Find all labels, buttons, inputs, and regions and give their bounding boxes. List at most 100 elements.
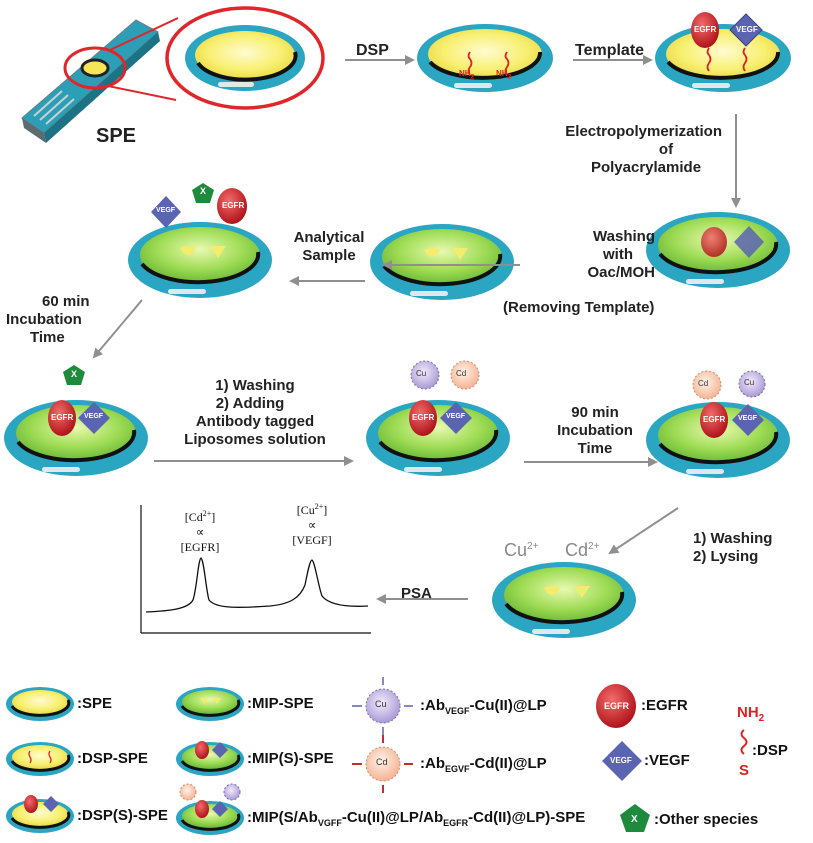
mid-vegf-label: VEGF [446,413,466,420]
step-incub90-line2: Incubation [557,422,633,439]
electrode-analytical [128,183,272,298]
step-analytical-line2: Sample [302,247,356,264]
dsp-nh2-label-1: NH2 [459,69,474,81]
step-electro-line2: of [658,141,674,158]
ion-cu-charge: 2+ [527,541,539,552]
legend-dsp: :DSP [752,742,788,759]
step-wash-line3: Oac/MOH [587,264,655,281]
spe-strip [21,17,179,143]
step-electro-line1: Electropolymerization [565,123,722,140]
step-wash-line1: Washing [593,228,655,245]
legend-abegvf-sub: EGVF [445,764,470,774]
analytical-egfr-label: EGFR [222,201,245,210]
step-wash-a: Washing with Oac/MOH [505,228,655,282]
captured-egfr-label: EGFR [51,413,74,422]
electrode-with-liposomes [366,360,510,476]
legend-mips-spe: :MIP(S)-SPE [247,750,334,767]
legend-nh2-sub: 2 [758,713,765,724]
dsp-nh2-sub-1: 2 [470,73,475,81]
peak-cu-conc: [Cu2+] [282,499,342,518]
captured-vegf-label: VEGF [84,413,104,420]
ion-cd-symbol: Cd [565,540,589,560]
legend-mip-sandwich-b-sub: EGFR [443,818,469,828]
right-cu-tag: Cu [744,378,755,387]
electrode-mips [646,212,790,288]
step-analytical: Analytical Sample [283,229,375,265]
electrode-template [655,12,791,92]
legend-icons [6,677,748,835]
legend-s: S [739,762,750,779]
mid-cd-tag: Cd [456,369,467,378]
legend-abvegf-b: -Cu(II)@LP [469,697,547,714]
peak-cd-proportional: ∝ [195,525,205,539]
legend-egfr: :EGFR [641,697,688,714]
step-lysing: 1) Washing 2) Lysing [693,530,803,566]
step-analytical-line1: Analytical [293,229,365,246]
legend-abvegf-sub: VEGF [445,706,470,716]
right-cd-tag: Cd [698,379,709,388]
spe-label: SPE [96,125,137,147]
peak-cu-target: [VEGF] [292,533,332,547]
step-incub90-line3: Time [577,440,613,457]
peak-cd-conc: [Cd2+] [170,506,230,525]
ion-cu: Cu2+ [504,540,538,561]
step-electro: Electropolymerization of Polyacrylamide [520,123,722,177]
legend-mip-sandwich: :MIP(S/AbVGFF-Cu(II)@LP/AbEGFR-Cd(II)@LP… [247,809,585,828]
electrode-zoomed [165,6,325,110]
peak-cu-annotation: [Cu2+] ∝ [VEGF] [282,499,342,548]
arrows [92,55,741,604]
peak-cu-proportional: ∝ [307,518,317,532]
legend-mip-sandwich-c: -Cd(II)@LP)-SPE [468,809,586,826]
step-wash-removing: (Removing Template) [503,299,655,316]
ion-cd-charge: 2+ [588,541,600,552]
step-incubation-60: 60 min Incubation Time [6,293,106,347]
legend-vegf: :VEGF [644,752,690,769]
voltammogram [140,505,371,634]
step-incub60-line1: 60 min [42,293,90,310]
legend-dsps-spe: :DSP(S)-SPE [77,807,168,824]
legend-cd-tag: Cd [376,757,388,767]
mid-cu-tag: Cu [416,369,427,378]
legend-vegf-icon-label: VEGF [610,756,632,765]
legend-egfr-icon-label: EGFR [604,701,630,711]
step-wash-line2: with [603,246,633,263]
peak-cu-charge: 2+ [314,502,324,511]
legend-nh2-text: NH [737,704,759,721]
captured-x-label: X [71,369,78,379]
peak-cd-symbol: [Cd [184,510,203,524]
peak-cu-bracket: ] [323,503,328,517]
legend-mip-spe: :MIP-SPE [247,695,314,712]
analytical-x-label: X [200,186,207,196]
peak-cd-annotation: [Cd2+] ∝ [EGFR] [170,506,230,555]
step-template: Template [575,42,645,59]
legend-abegvf: :AbEGVF-Cd(II)@LP [420,755,547,774]
step-electro-line3: Polyacrylamide [590,159,702,176]
step-dsp: DSP [356,42,389,59]
legend-x-icon-label: X [631,814,638,825]
dsp-nh2-text-1: NH [459,69,471,78]
step-incub60-line3: Time [30,329,65,346]
step-adding: 1) Washing 2) Adding Antibody tagged Lip… [150,377,360,449]
peak-cd-target: [EGFR] [180,540,220,554]
electrode-lysed [492,562,636,638]
step-incub60-line2: Incubation [6,311,82,328]
step-adding-line1: 1) Washing [215,377,295,394]
dsp-nh2-sub-2: 2 [507,73,512,81]
peak-cd-bracket: ] [211,510,216,524]
step-psa: PSA [401,585,432,602]
right-egfr-label: EGFR [703,415,726,424]
step-adding-line2: 2) Adding [215,395,285,412]
dsp-nh2-label-2: NH2 [496,69,511,81]
legend-abegvf-a: :Ab [420,755,445,772]
legend-other-species: :Other species [654,811,759,828]
electrode-captured [4,365,148,476]
analytical-vegf-label: VEGF [156,207,176,214]
right-vegf-label: VEGF [738,415,758,422]
electrode-dsp [417,24,553,92]
step-incub90-line1: 90 min [571,404,619,421]
legend-abegvf-b: -Cd(II)@LP [469,755,547,772]
legend-abvegf-a: :Ab [420,697,445,714]
step-lysing-line2: 2) Lysing [693,548,759,565]
legend-mip-sandwich-b: -Cu(II)@LP/Ab [341,809,444,826]
